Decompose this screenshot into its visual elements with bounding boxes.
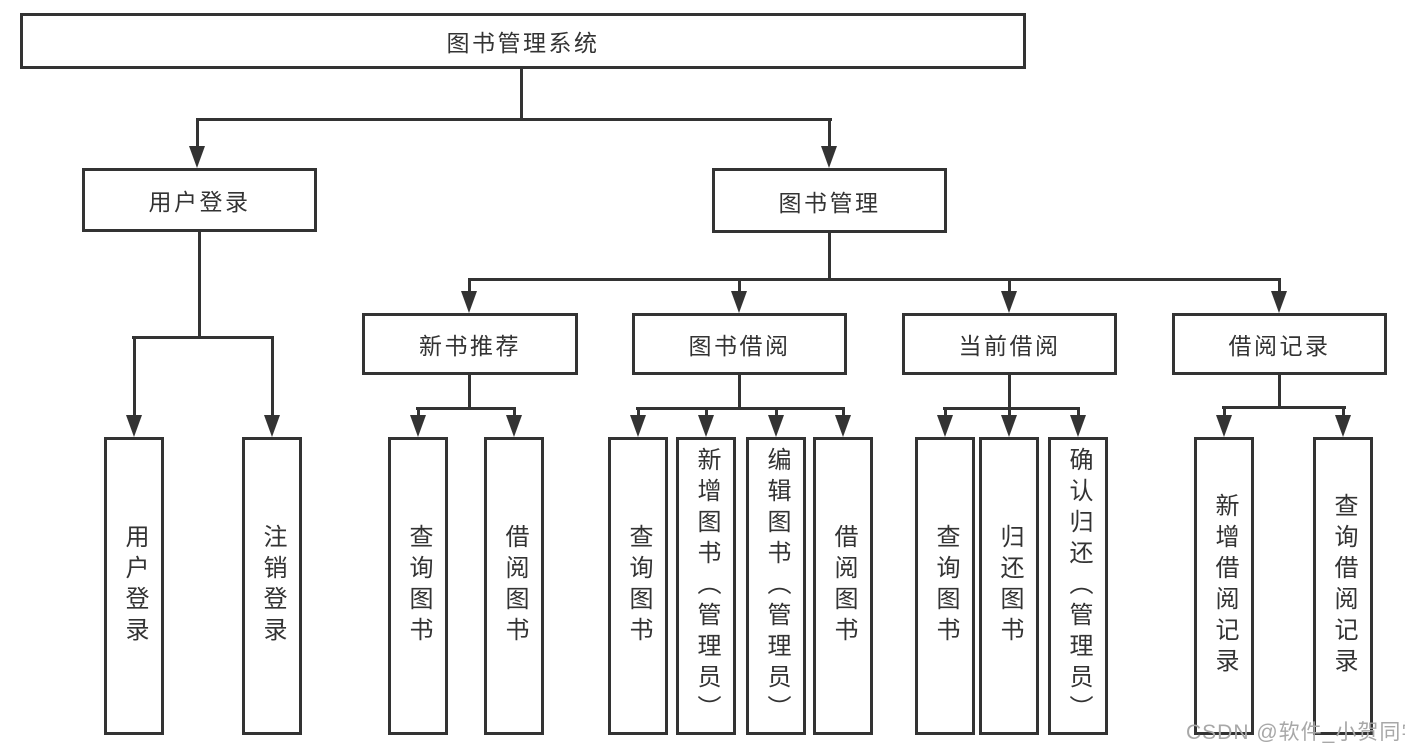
node-label: 借阅记录	[1228, 333, 1331, 359]
connector-stem-current-borrowing	[1008, 375, 1011, 410]
leaf-br-add-record: 新增借阅记录	[1194, 437, 1254, 735]
arrowhead-cb-confirm	[1070, 415, 1086, 437]
node-label: 用户登录	[148, 189, 251, 215]
node-label: 新增借阅记录	[1211, 493, 1238, 679]
node-label: 当前借阅	[958, 333, 1061, 359]
leaf-rec-query-book: 查询图书	[388, 437, 448, 735]
node-new-book-recommendation: 新书推荐	[362, 313, 578, 375]
node-label: 借阅图书	[501, 524, 528, 648]
connector-drop-book-borrowing	[738, 281, 741, 292]
connector-hbar-book-borrowing	[636, 407, 845, 410]
leaf-bb-borrow-book: 借阅图书	[813, 437, 873, 735]
node-label: 查询图书	[405, 524, 432, 648]
node-book-management: 图书管理	[712, 168, 947, 233]
arrowhead-borrowing-records	[1271, 291, 1287, 313]
node-label: 查询图书	[625, 524, 652, 648]
arrowhead-bb-edit	[768, 415, 784, 437]
node-label: 编辑图书（管理员）	[763, 446, 790, 726]
leaf-bb-add-book-admin: 新增图书（管理员）	[676, 437, 736, 735]
arrowhead-br-add	[1216, 415, 1232, 437]
connector-hbar-new-book-rec	[416, 407, 516, 410]
node-label: 图书借阅	[688, 333, 791, 359]
connector-drop-cb-query	[944, 410, 947, 417]
node-current-borrowing: 当前借阅	[902, 313, 1117, 375]
watermark: CSDN @软件_小贺同学	[1186, 721, 1405, 744]
node-label: 用户登录	[121, 524, 148, 648]
arrowhead-book-management	[821, 146, 837, 168]
connector-drop-br-query	[1342, 409, 1345, 417]
connector-hbar-borrowing-records	[1222, 406, 1346, 409]
node-label: 图书管理	[778, 189, 881, 216]
arrowhead-bb-add	[698, 415, 714, 437]
connector-drop-cb-return	[1008, 410, 1011, 417]
connector-drop-leaf-logout	[271, 339, 274, 415]
connector-drop-user-login	[196, 121, 199, 148]
leaf-cb-confirm-return-admin: 确认归还（管理员）	[1048, 437, 1108, 735]
connector-drop-book-management	[828, 121, 831, 148]
connector-drop-bb-borrow	[842, 410, 845, 417]
arrowhead-bb-query	[630, 415, 646, 437]
connector-drop-leaf-login	[133, 339, 136, 415]
connector-stem-book-borrowing	[738, 375, 741, 410]
leaf-br-query-record: 查询借阅记录	[1313, 437, 1373, 735]
connector-drop-bb-query	[637, 410, 640, 417]
node-book-borrowing: 图书借阅	[632, 313, 847, 375]
node-label: 新书推荐	[419, 333, 521, 359]
connector-drop-bb-edit	[775, 410, 778, 417]
arrowhead-cb-query	[937, 415, 953, 437]
connector-drop-borrowing-records	[1278, 281, 1281, 292]
arrowhead-bb-borrow	[835, 415, 851, 437]
connector-hbar-root	[196, 118, 832, 121]
connector-drop-cb-confirm	[1077, 410, 1080, 417]
connector-stem-user-login	[198, 232, 201, 339]
arrowhead-current-borrowing	[1001, 291, 1017, 313]
connector-drop-new-book-rec	[468, 281, 471, 292]
connector-drop-current-borrowing	[1008, 281, 1011, 292]
connector-stem-root	[520, 69, 523, 121]
node-label: 新增图书（管理员）	[693, 446, 720, 726]
leaf-cb-return-book: 归还图书	[979, 437, 1039, 735]
leaf-cb-query-book: 查询图书	[915, 437, 975, 735]
arrowhead-leaf-login	[126, 415, 142, 437]
node-label: 归还图书	[996, 524, 1023, 648]
node-borrowing-records: 借阅记录	[1172, 313, 1387, 375]
connector-stem-book-management	[828, 233, 831, 281]
node-label: 确认归还（管理员）	[1065, 446, 1092, 726]
connector-stem-borrowing-records	[1278, 375, 1281, 409]
leaf-bb-query-book: 查询图书	[608, 437, 668, 735]
arrowhead-rec-borrow	[506, 415, 522, 437]
arrowhead-leaf-logout	[264, 415, 280, 437]
connector-drop-bb-add	[705, 410, 708, 417]
connector-hbar-user-login	[132, 336, 274, 339]
node-label: 查询借阅记录	[1330, 493, 1357, 679]
arrowhead-new-book-rec	[461, 291, 477, 313]
connector-drop-rec-query	[417, 410, 420, 417]
connector-stem-new-book-rec	[468, 375, 471, 410]
connector-drop-br-add	[1223, 409, 1226, 417]
node-label: 查询图书	[932, 524, 959, 648]
node-label: 注销登录	[259, 524, 286, 648]
node-user-login: 用户登录	[82, 168, 317, 232]
arrowhead-user-login	[189, 146, 205, 168]
leaf-user-login: 用户登录	[104, 437, 164, 735]
arrowhead-book-borrowing	[731, 291, 747, 313]
connector-hbar-current-borrowing	[943, 407, 1080, 410]
arrowhead-cb-return	[1001, 415, 1017, 437]
leaf-bb-edit-book-admin: 编辑图书（管理员）	[746, 437, 806, 735]
node-library-management-system: 图书管理系统	[20, 13, 1026, 69]
connector-drop-rec-borrow	[513, 410, 516, 417]
leaf-logout: 注销登录	[242, 437, 302, 735]
leaf-rec-borrow-book: 借阅图书	[484, 437, 544, 735]
arrowhead-rec-query	[410, 415, 426, 437]
connector-hbar-book-management	[468, 278, 1281, 281]
node-label: 图书管理系统	[446, 30, 600, 56]
node-label: 借阅图书	[830, 524, 857, 648]
arrowhead-br-query	[1335, 415, 1351, 437]
